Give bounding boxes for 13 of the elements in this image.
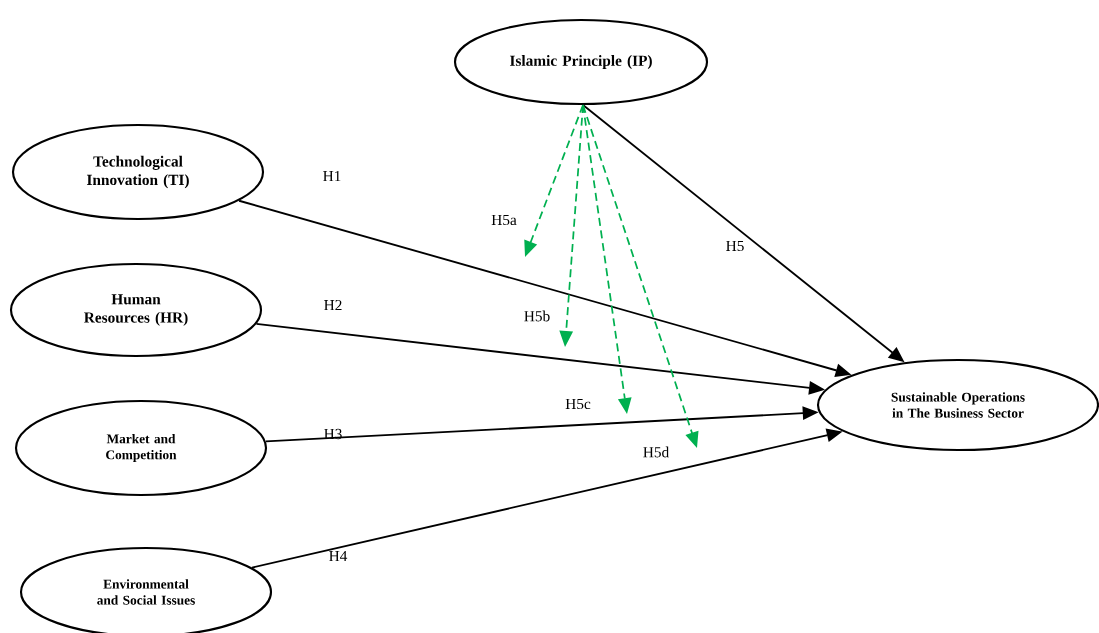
ellipse-node: Technological Innovation (TI) bbox=[11, 123, 265, 221]
ellipse-node: Human Resources (HR) bbox=[9, 262, 263, 358]
edge-label: H5c bbox=[565, 398, 591, 410]
ellipse-node: Islamic Principle (IP) bbox=[453, 18, 709, 106]
edge-label: H1 bbox=[323, 170, 341, 182]
edge-label: H5a bbox=[491, 214, 517, 226]
edge-label: H5d bbox=[643, 446, 670, 458]
edge-label: H4 bbox=[329, 551, 348, 562]
ellipse-node: Sustainable Operations in The Business Sector bbox=[816, 358, 1099, 452]
edge-label: H2 bbox=[324, 299, 342, 311]
edge-label: H5b bbox=[524, 310, 550, 322]
edge-label: H5 bbox=[726, 240, 744, 252]
ellipse-node: Market and Competition bbox=[14, 399, 268, 497]
